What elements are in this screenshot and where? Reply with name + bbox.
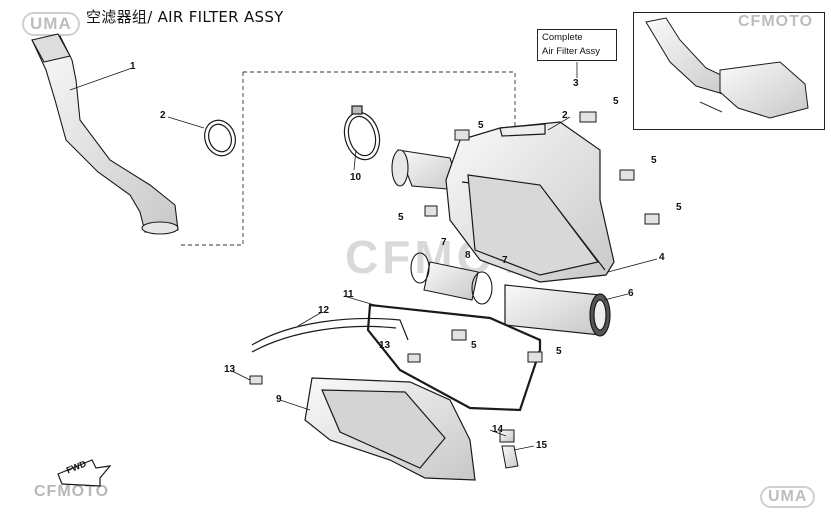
callout-10: 10: [350, 172, 362, 183]
diagram-title: 空滤器组/ AIR FILTER ASSY: [86, 8, 284, 26]
callout-1: 1: [130, 61, 136, 72]
callout-4: 4: [659, 252, 665, 263]
gasket-seal: [366, 303, 542, 412]
callout-5g: 5: [556, 346, 562, 357]
callout-13a: 13: [379, 340, 391, 351]
callout-8: 8: [465, 250, 471, 261]
callout-7a: 7: [441, 237, 447, 248]
callout-5b: 5: [613, 96, 619, 107]
inset-assembly-illustration: [645, 17, 809, 119]
uma-logo-bottom-right: UMA: [760, 486, 816, 508]
callout-5a: 5: [478, 120, 484, 131]
air-filter-element: [504, 284, 611, 337]
assembly-box-line2: Air Filter Assy: [542, 46, 601, 57]
leader-lines: [69, 62, 658, 451]
complete-assembly-box: Complete Air Filter Assy: [537, 29, 617, 61]
cfmoto-logo-top-right: CFMOTO: [738, 13, 814, 30]
hose-clamp-10: [343, 105, 381, 161]
callout-2b: 2: [562, 110, 568, 121]
callout-12: 12: [318, 305, 330, 316]
callout-5e: 5: [398, 212, 404, 223]
cfmoto-logo-bottom-left: CFMOTO: [34, 483, 110, 500]
assembly-box-line1: Complete: [542, 32, 583, 43]
callout-3: 3: [573, 78, 579, 89]
callout-15: 15: [536, 440, 548, 451]
callout-6: 6: [628, 288, 634, 299]
airbox-lower-cover: [304, 377, 476, 481]
fastener-clips: [249, 111, 660, 385]
callout-5d: 5: [676, 202, 682, 213]
coupler-and-clamps: [410, 252, 493, 305]
inlet-duct: [391, 149, 461, 191]
connection-lines: [180, 71, 516, 246]
callout-5c: 5: [651, 155, 657, 166]
drain-plug: [499, 429, 519, 469]
assembly-inset-frame: [633, 12, 825, 130]
forward-arrow: [57, 459, 112, 487]
callout-14: 14: [492, 424, 504, 435]
callout-5f: 5: [471, 340, 477, 351]
hose-clamp-2: [204, 119, 236, 157]
callout-7b: 7: [502, 255, 508, 266]
callout-2a: 2: [160, 110, 166, 121]
callout-9: 9: [276, 394, 282, 405]
drain-hose: [251, 317, 409, 353]
callout-11: 11: [343, 289, 354, 300]
callout-13b: 13: [224, 364, 236, 375]
intake-snorkel-tube: [31, 33, 179, 235]
air-filter-housing: [445, 121, 615, 283]
uma-logo-top-left: UMA: [22, 12, 80, 36]
